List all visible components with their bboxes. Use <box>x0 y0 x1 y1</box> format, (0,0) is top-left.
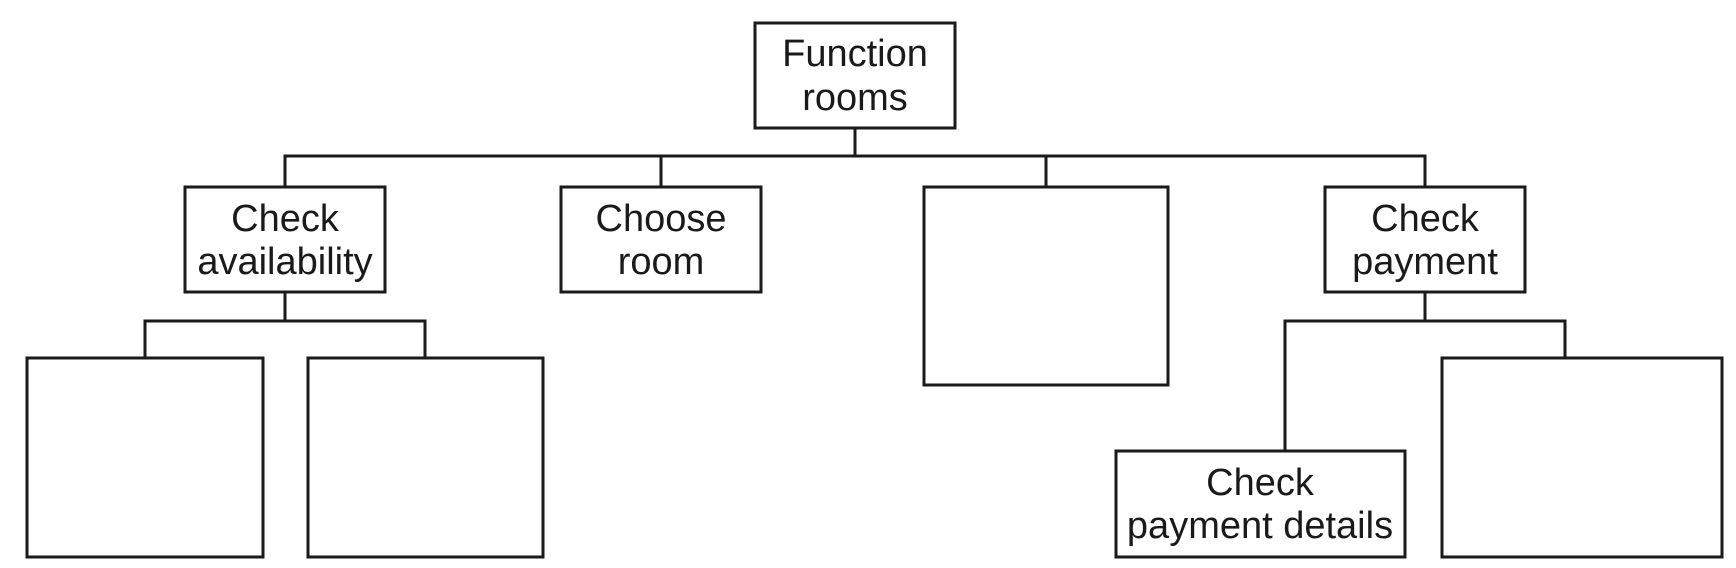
node-availability-blank-1 <box>25 356 265 559</box>
node-blank-middle-box <box>922 185 1170 387</box>
node-check-payment-box <box>1323 185 1527 294</box>
node-choose-room-label-line2: room <box>618 241 705 283</box>
node-availability-blank-2 <box>306 356 545 559</box>
node-check-payment-details: Check payment details <box>1114 449 1407 559</box>
node-check-availability-label-line2: availability <box>197 241 372 283</box>
node-check-payment-label-line2: payment <box>1352 241 1498 283</box>
connector-lines <box>143 126 1567 453</box>
node-check-payment-details-box <box>1114 449 1407 559</box>
node-blank-middle <box>922 185 1170 387</box>
node-check-payment-label-line1: Check <box>1371 198 1480 240</box>
node-function-rooms-box <box>753 21 957 130</box>
node-availability-blank-2-box <box>306 356 545 559</box>
node-choose-room-box <box>559 185 763 294</box>
node-check-availability-label-line1: Check <box>231 198 340 240</box>
node-choose-room-label-line1: Choose <box>596 198 727 240</box>
node-check-payment-details-label-line2: payment details <box>1127 505 1393 547</box>
node-payment-blank-box <box>1440 356 1724 559</box>
node-availability-blank-1-box <box>25 356 265 559</box>
node-function-rooms: Function rooms <box>753 21 957 130</box>
node-check-payment: Check payment <box>1323 185 1527 294</box>
node-function-rooms-label-line1: Function <box>782 33 928 75</box>
node-check-availability-box <box>183 185 387 294</box>
node-check-availability: Check availability <box>183 185 387 294</box>
node-choose-room: Choose room <box>559 185 763 294</box>
node-check-payment-details-label-line1: Check <box>1206 462 1315 504</box>
node-payment-blank <box>1440 356 1724 559</box>
node-function-rooms-label-line2: rooms <box>802 77 908 119</box>
